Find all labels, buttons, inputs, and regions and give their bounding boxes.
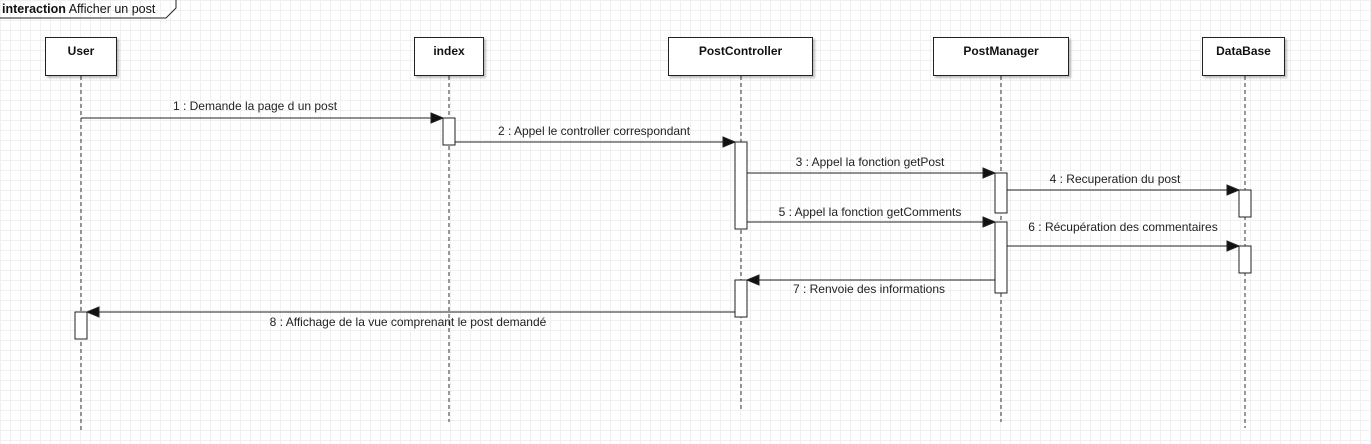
- activation-postcontroller-1: [734, 141, 748, 230]
- message-7-arrowhead: [745, 274, 760, 286]
- message-5-label: 5 : Appel la fonction getComments: [778, 205, 962, 219]
- message-5-arrowhead: [982, 216, 997, 228]
- message-6-label: 6 : Récupération des commentaires: [1028, 220, 1218, 234]
- message-4-label: 4 : Recuperation du post: [1049, 172, 1181, 186]
- message-7-label: 7 : Renvoie des informations: [792, 282, 946, 296]
- lifeline-label: index: [433, 44, 465, 58]
- activation-user: [74, 311, 88, 340]
- message-3-arrowhead: [982, 167, 997, 179]
- frame-keyword: interaction: [2, 2, 66, 16]
- message-8-label: 8 : Affichage de la vue comprenant le po…: [269, 315, 547, 329]
- lifeline-postmanager[interactable]: PostManager: [933, 37, 1069, 76]
- lifeline-label: User: [67, 44, 95, 58]
- message-2-arrowhead: [722, 136, 737, 148]
- lifeline-label: PostController: [698, 44, 783, 58]
- frame-tab-border: [0, 0, 177, 19]
- message-6-arrowhead: [1226, 240, 1241, 252]
- message-4-arrowhead: [1226, 184, 1241, 196]
- lifeline-postcontroller[interactable]: PostController: [668, 37, 813, 76]
- frame-name: Afficher un post: [68, 2, 156, 16]
- frame-label: interaction Afficher un post: [0, 0, 172, 18]
- activation-index: [442, 117, 456, 146]
- message-8-arrowhead: [85, 306, 100, 318]
- activation-database-1: [1238, 189, 1252, 218]
- message-2-label: 2 : Appel le controller correspondant: [497, 124, 691, 138]
- message-1-arrowhead: [430, 112, 445, 124]
- activation-postmanager-2: [994, 221, 1008, 294]
- activation-database-2: [1238, 245, 1252, 274]
- message-1-label: 1 : Demande la page d un post: [172, 99, 338, 113]
- lifeline-database[interactable]: DataBase: [1202, 37, 1285, 76]
- lifeline-label: PostManager: [963, 44, 1039, 58]
- lifeline-label: DataBase: [1216, 44, 1271, 58]
- lifeline-user[interactable]: User: [45, 37, 117, 76]
- message-3-label: 3 : Appel la fonction getPost: [795, 155, 945, 169]
- activation-postcontroller-2: [734, 279, 748, 318]
- lifeline-index[interactable]: index: [414, 37, 484, 76]
- activation-postmanager-1: [994, 172, 1008, 214]
